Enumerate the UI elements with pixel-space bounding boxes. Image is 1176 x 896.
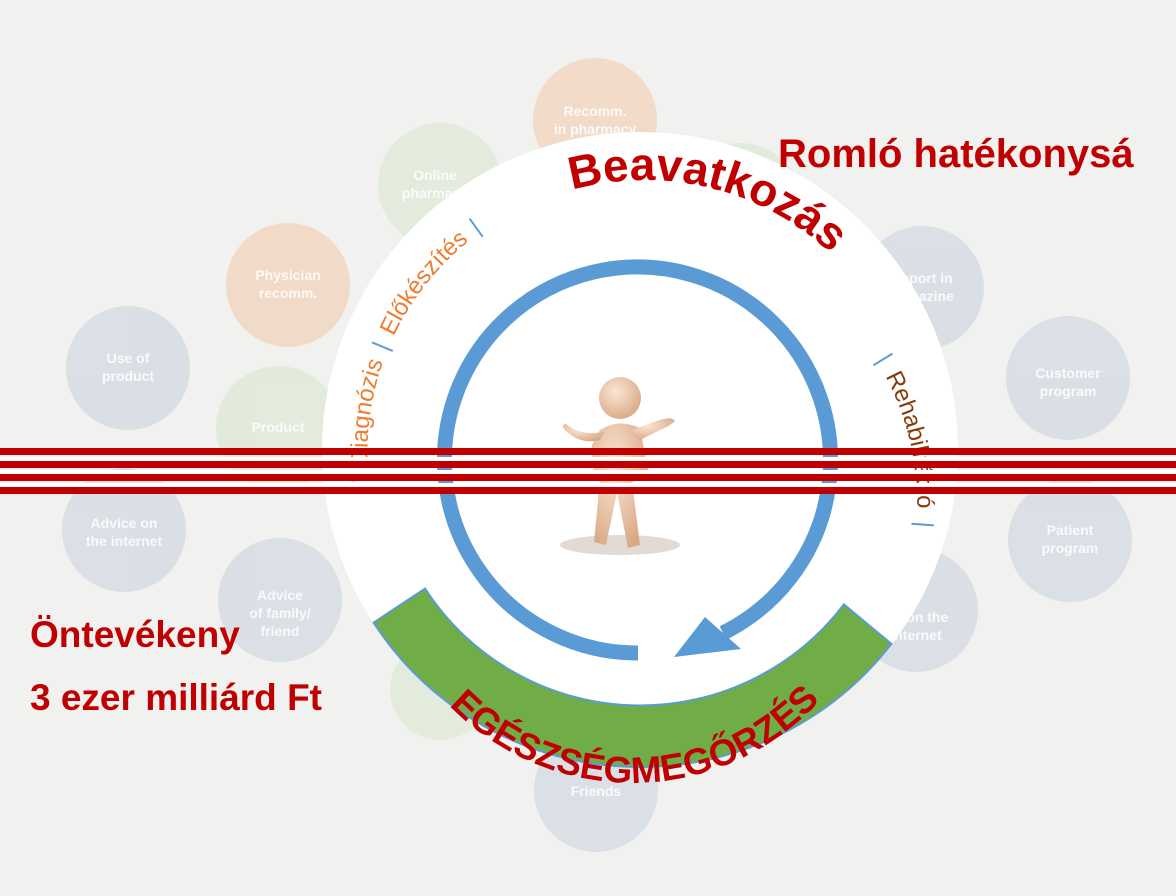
bubble-advice-net-line1: Advice on <box>91 515 158 531</box>
bubble-friends: Friends <box>571 783 622 799</box>
bubble-use-line2: product <box>102 368 154 384</box>
cycle-arrow <box>437 259 838 661</box>
bubble-family-line3: friend <box>261 623 300 639</box>
bubble-ad-line2: internet <box>890 627 942 643</box>
bubble-customer-line2: program <box>1040 383 1097 399</box>
bubble-online-line1: Online <box>413 167 457 183</box>
bubble-family-line2: of family/ <box>249 605 311 621</box>
separator-5: | <box>910 521 937 529</box>
bubble-use-line1: Use of <box>107 350 150 366</box>
bubble-patient-line2: program <box>1042 540 1099 556</box>
bubble-pharmacy-line1: Recomm. <box>563 103 626 119</box>
bubble-product: Product <box>252 419 305 435</box>
cycle-arrowhead <box>674 617 741 657</box>
prevention-band <box>372 587 893 769</box>
headline-text: Romló hatékonysá <box>778 132 1134 176</box>
bubble-advice-net-line2: the internet <box>86 533 163 549</box>
self-care-title: Öntevékeny <box>30 614 240 655</box>
bubble-physician-line1: Physician <box>255 267 320 283</box>
bubble-family-line1: Advice <box>257 587 303 603</box>
self-care-amount: 3 ezer milliárd Ft <box>30 677 322 718</box>
bubble-physician-line2: recomm. <box>259 285 317 301</box>
strike-bands <box>0 448 1176 494</box>
bubble-patient-line1: Patient <box>1047 522 1094 538</box>
bubble-customer-line1: Customer <box>1035 365 1101 381</box>
